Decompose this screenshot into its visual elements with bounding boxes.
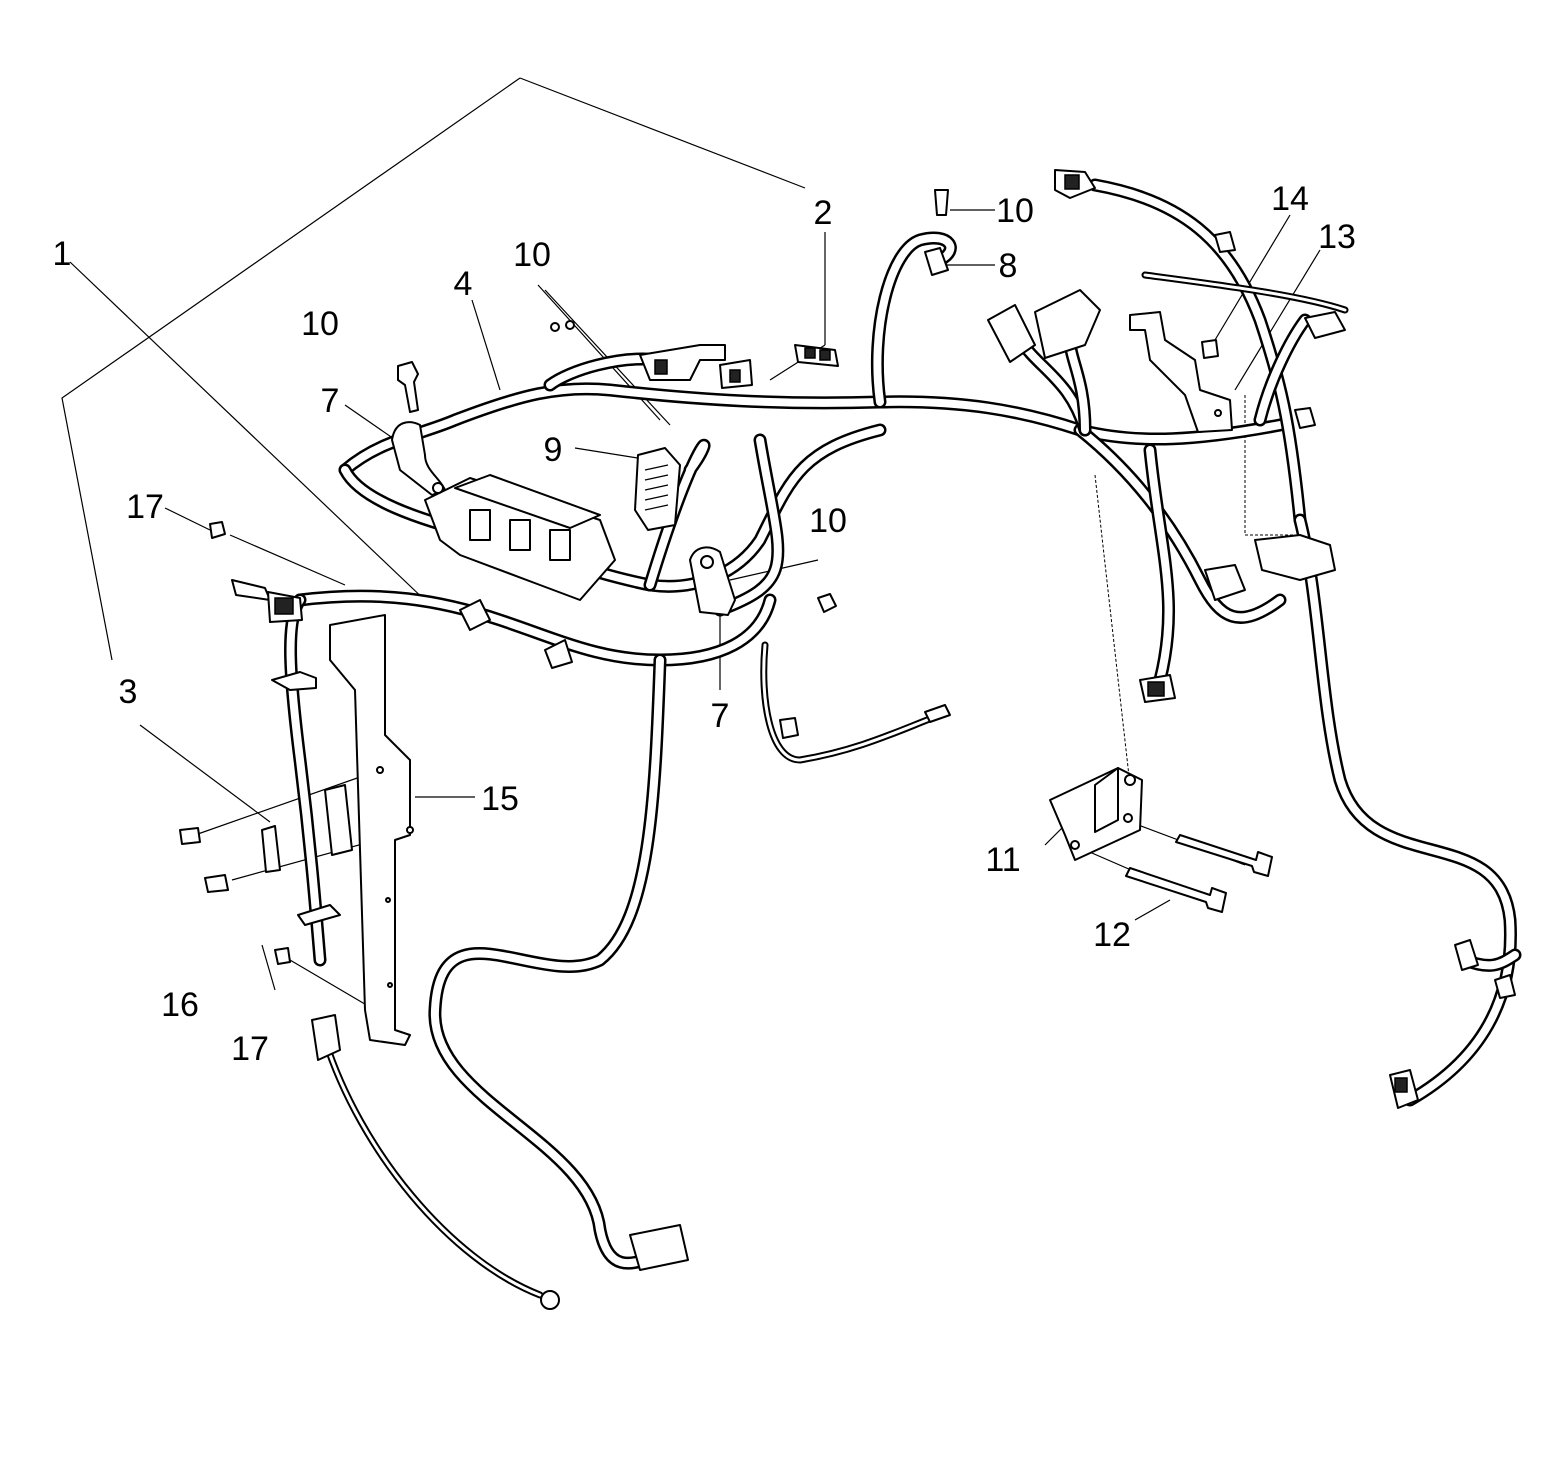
bracket-11 (1049, 767, 1143, 861)
nut-10-b (565, 320, 575, 330)
clip-3 (261, 825, 281, 873)
callout-7-upper: 7 (321, 382, 340, 420)
callout-10-top-middle: 10 (513, 236, 551, 274)
screw-16-b (204, 874, 229, 893)
callout-16: 16 (161, 986, 199, 1024)
bolt-10-upper-left (397, 361, 419, 413)
main-harness-trunk (338, 352, 1287, 624)
connector-2 (794, 344, 839, 367)
callout-10-top-right: 10 (996, 192, 1034, 230)
left-connectors (231, 579, 951, 1310)
left-harness-loop (284, 589, 944, 1299)
callout-11: 11 (985, 841, 1020, 879)
callout-9: 9 (544, 431, 563, 469)
callout-labels: 1 2 3 4 7 7 8 9 10 10 10 10 11 12 13 14 … (53, 180, 1356, 1068)
callout-17-lower: 17 (231, 1030, 269, 1068)
callout-10-upper-left: 10 (301, 305, 339, 343)
clip-7-upper (391, 421, 446, 496)
bolt-14 (1201, 339, 1219, 359)
bolt-10-right (817, 593, 837, 613)
callout-2: 2 (814, 194, 833, 232)
right-connectors (1054, 169, 1479, 1109)
callout-12: 12 (1093, 916, 1131, 954)
callout-10-right: 10 (809, 502, 847, 540)
callout-1: 1 (53, 235, 72, 273)
bracket-13 (1129, 311, 1233, 433)
fasteners (179, 320, 1219, 965)
screw-17-lower (274, 947, 291, 965)
screw-17-upper (209, 521, 226, 539)
clip-7-lower (689, 546, 736, 616)
callout-7-lower: 7 (711, 697, 730, 735)
callout-17-upper: 17 (126, 488, 164, 526)
connector-block-9 (634, 447, 681, 531)
top-connector-cluster (639, 344, 753, 389)
callout-8: 8 (999, 247, 1018, 285)
long-bolts-12 (1125, 834, 1273, 913)
callout-4: 4 (454, 265, 473, 303)
callout-13: 13 (1318, 218, 1356, 256)
upper-relay-pair (987, 289, 1101, 363)
nut-10-a (550, 322, 560, 332)
screw-16-a (179, 827, 201, 845)
cable-ties (271, 231, 1516, 999)
callout-3: 3 (119, 673, 138, 711)
mounting-bracket-15 (329, 614, 414, 1046)
callout-15: 15 (481, 780, 519, 818)
callout-14: 14 (1271, 180, 1309, 218)
clip-8 (924, 189, 949, 276)
right-harness-branches (870, 178, 1522, 1107)
relay-box (424, 474, 616, 601)
